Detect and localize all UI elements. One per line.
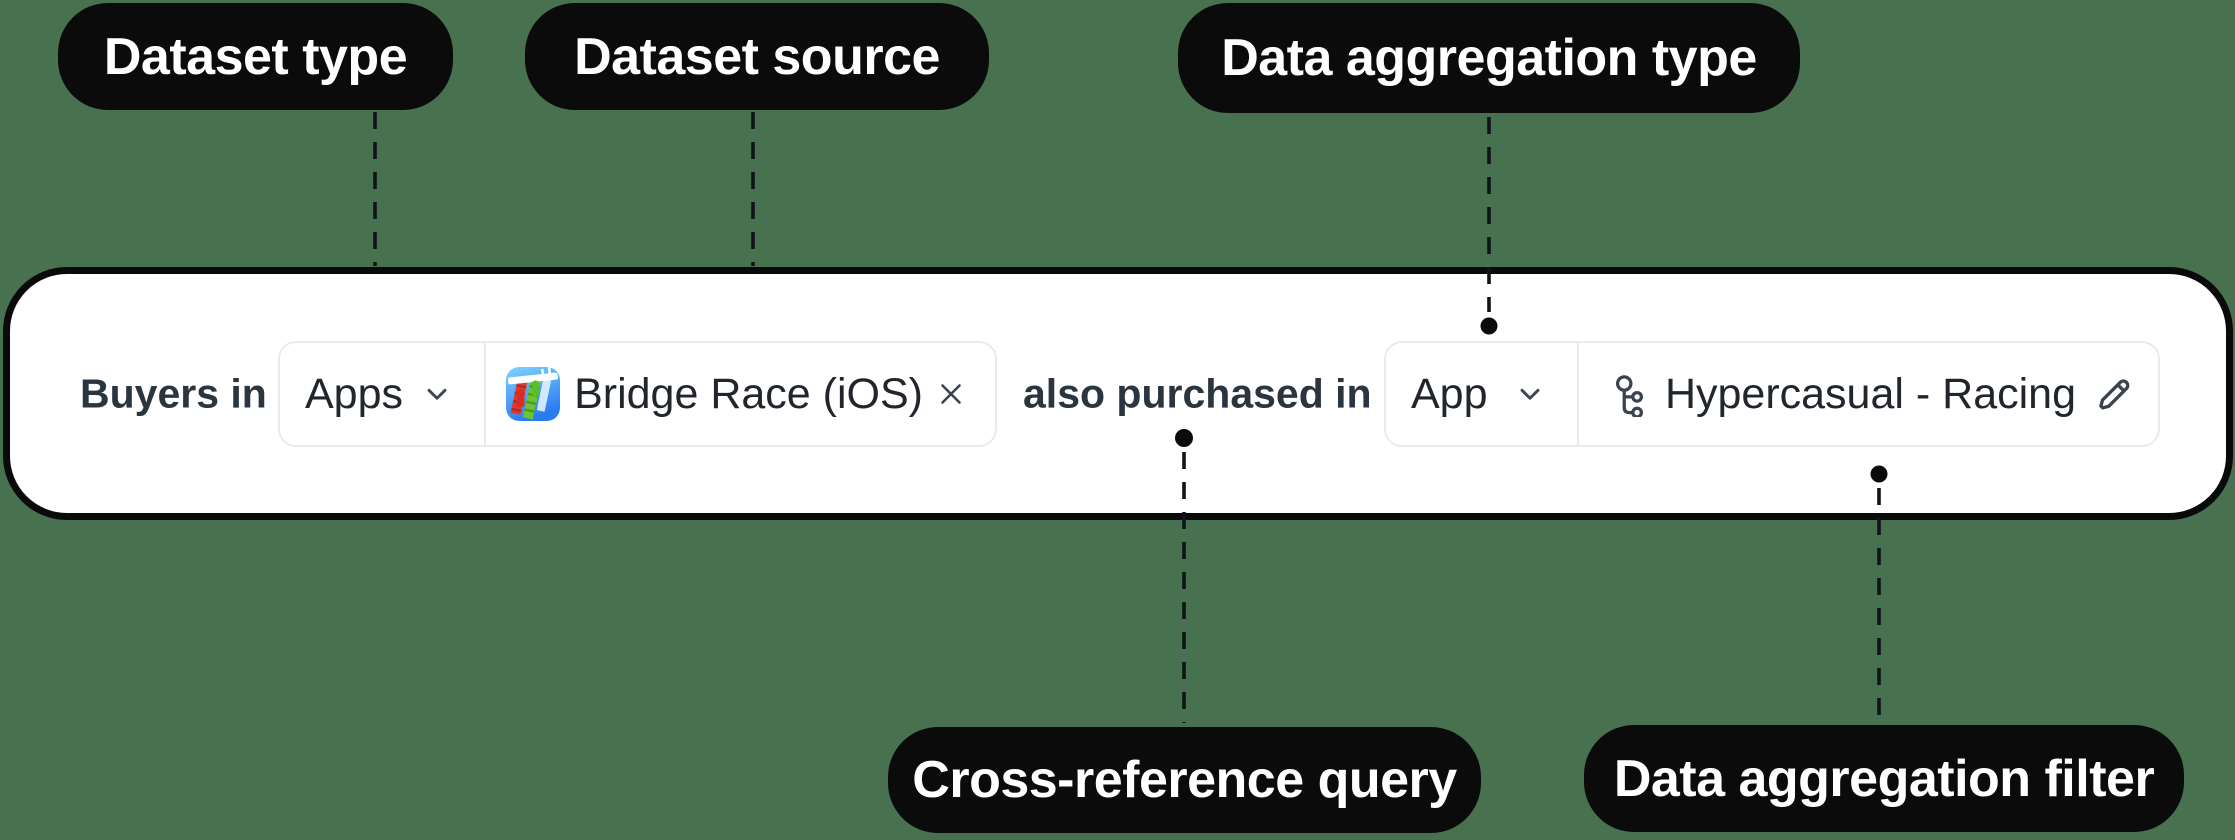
dataset-source-chip[interactable]: Bridge Race (iOS) [486, 343, 995, 445]
annotation-cross-reference-query: Cross-reference query [888, 727, 1481, 833]
aggregation-field-group: App Hyp [1384, 341, 2160, 447]
aggregation-type-value: App [1411, 369, 1488, 418]
pencil-edit-icon[interactable] [2092, 373, 2134, 415]
annotation-data-aggregation-filter-label: Data aggregation filter [1613, 749, 2155, 808]
also-purchased-in-label: also purchased in [1023, 370, 1372, 417]
annotation-data-aggregation-type: Data aggregation type [1178, 3, 1800, 113]
annotation-data-aggregation-type-label: Data aggregation type [1221, 29, 1757, 87]
close-icon[interactable] [937, 380, 965, 408]
aggregation-filter-field[interactable]: Hypercasual - Racing [1579, 343, 2158, 445]
dataset-source-value: Bridge Race (iOS) [574, 369, 923, 418]
annotation-dataset-type: Dataset type [58, 3, 453, 110]
chevron-down-icon [1513, 377, 1547, 411]
hierarchy-branch-icon [1609, 371, 1649, 417]
aggregation-type-dropdown[interactable]: App [1386, 343, 1579, 445]
annotation-cross-reference-query-label: Cross-reference query [912, 751, 1457, 809]
dataset-type-dropdown[interactable]: Apps [280, 343, 487, 445]
aggregation-filter-value: Hypercasual - Racing [1664, 369, 2076, 418]
chevron-down-icon [420, 377, 454, 411]
annotation-dataset-type-label: Dataset type [103, 27, 408, 86]
buyers-in-label: Buyers in [80, 370, 267, 417]
bridge-race-app-icon [506, 367, 561, 421]
annotation-data-aggregation-filter: Data aggregation filter [1584, 725, 2184, 832]
annotation-dataset-source: Dataset source [525, 3, 989, 110]
annotation-dataset-source-label: Dataset source [574, 27, 940, 86]
dataset-field-group: Apps [278, 341, 997, 447]
dataset-type-value: Apps [305, 369, 404, 418]
query-builder-bar: Buyers in Apps [3, 267, 2233, 520]
